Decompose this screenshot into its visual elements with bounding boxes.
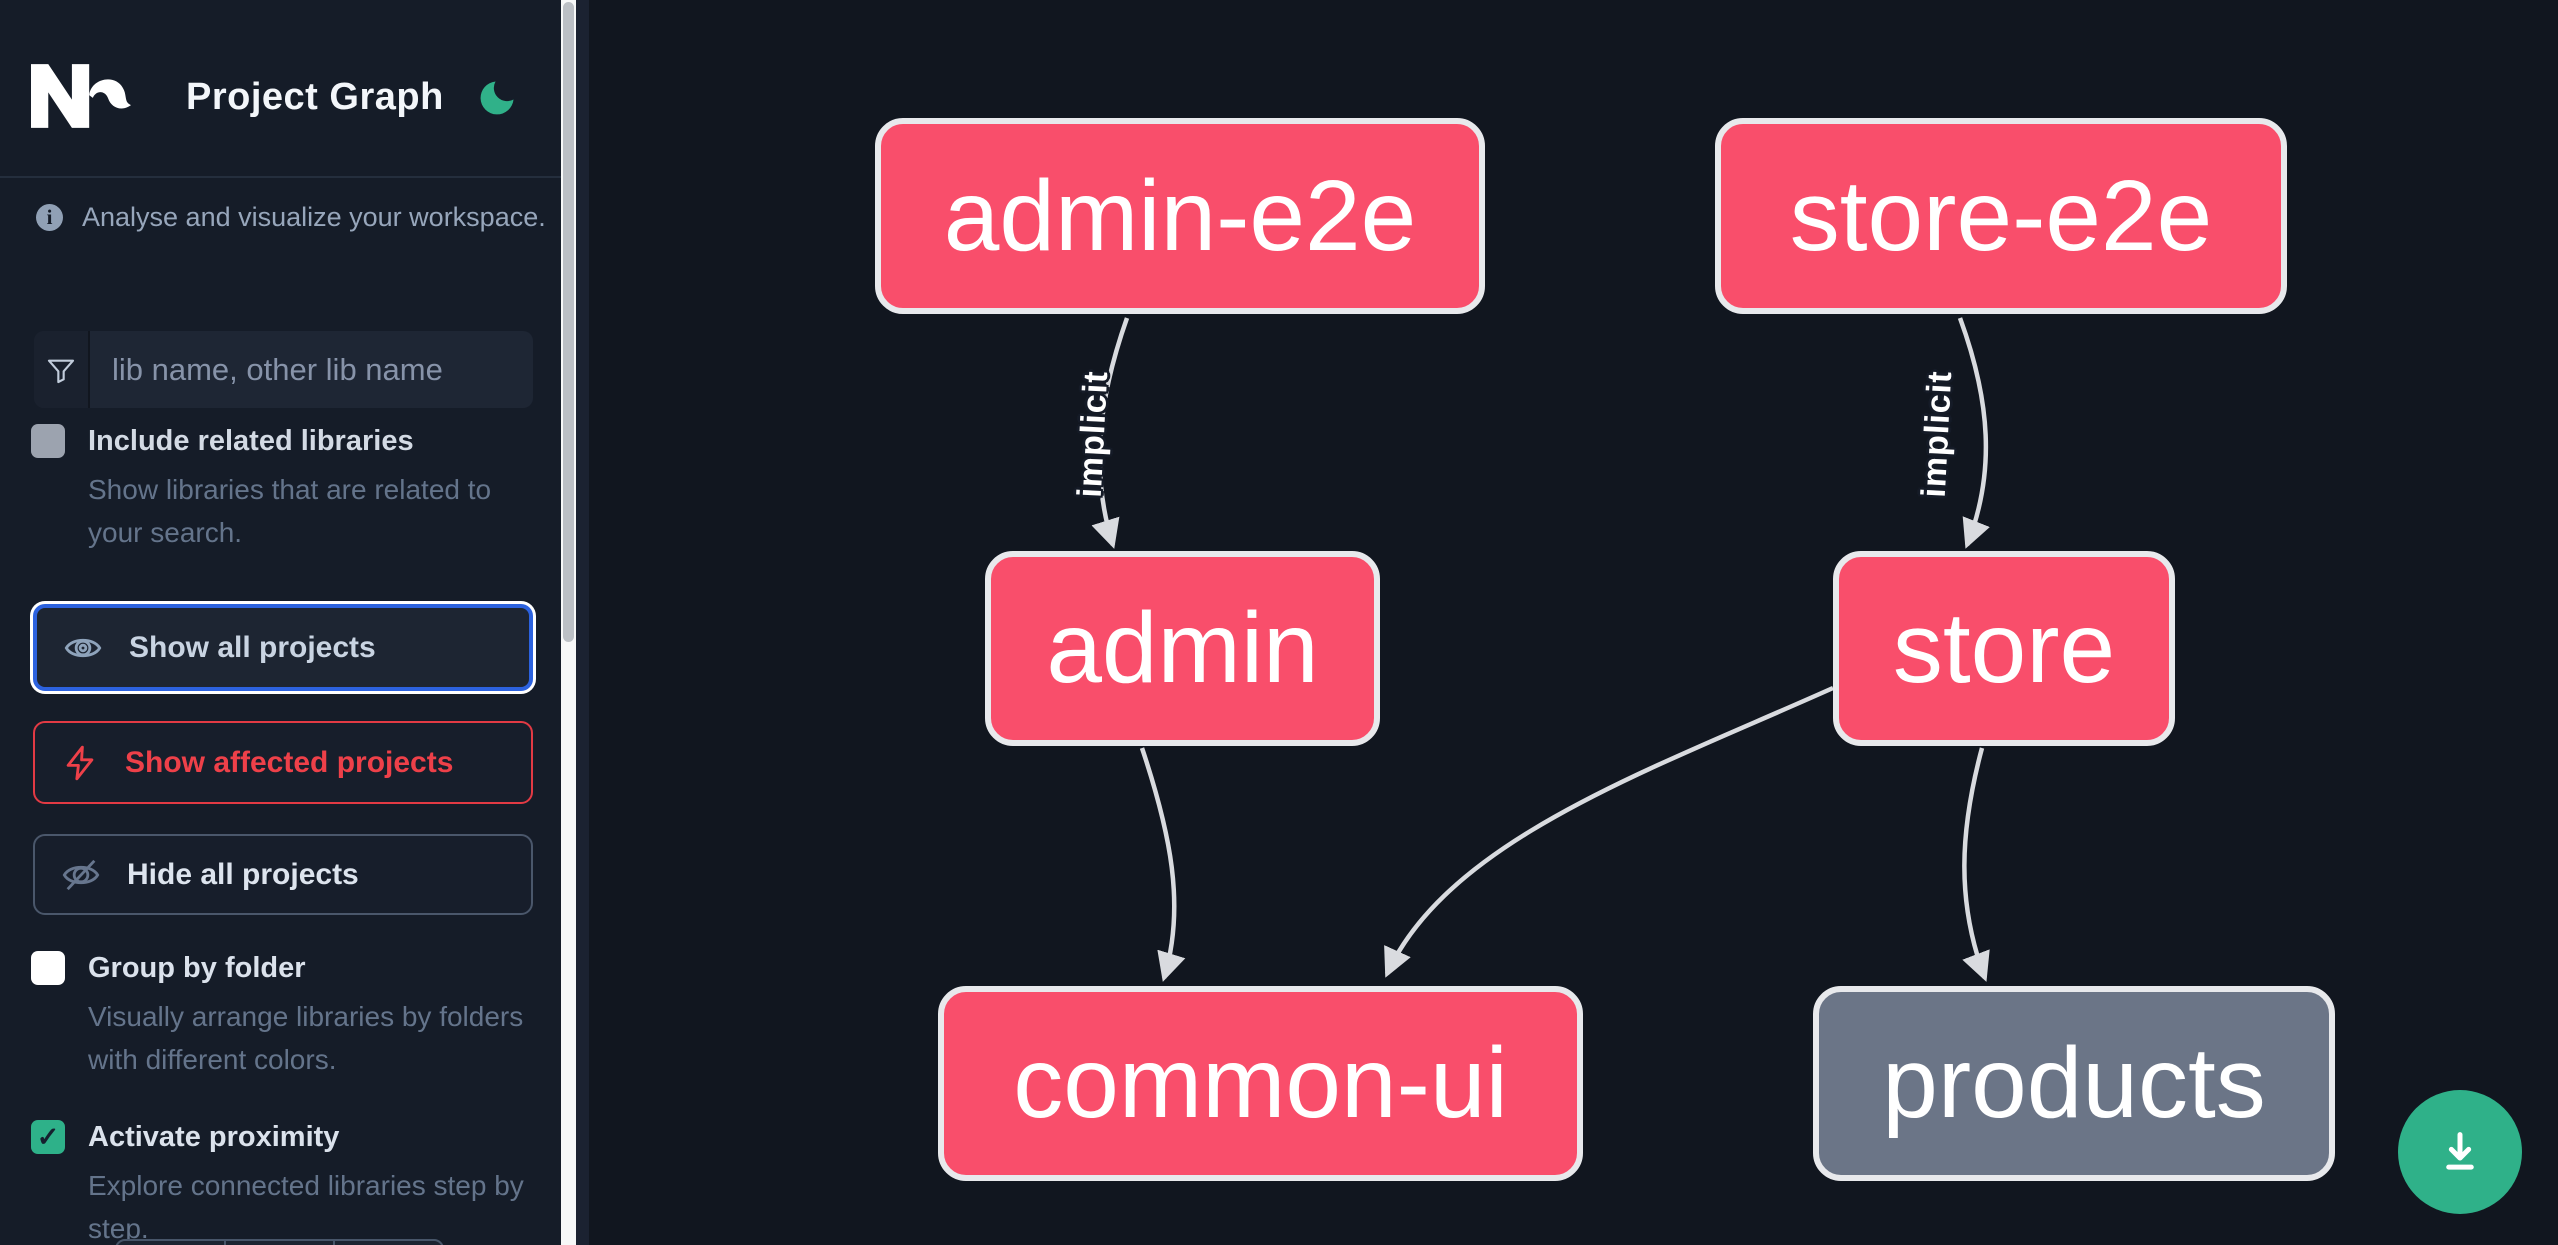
sidebar-scrollbar-track[interactable] — [561, 0, 576, 1245]
workspace-info: i Analyse and visualize your workspace. — [36, 202, 546, 233]
sidebar-header: Project Graph — [0, 0, 561, 178]
toggle-group-by-folder: Group by folder Visually arrange librari… — [31, 951, 531, 1101]
button-label: Show all projects — [129, 630, 376, 664]
moon-icon — [480, 81, 514, 115]
hide-all-projects-button[interactable]: Hide all projects — [33, 834, 533, 915]
graph-node-admin-e2e[interactable]: admin-e2e — [875, 118, 1485, 314]
edge-label-implicit: implicit — [1914, 369, 1959, 499]
info-icon: i — [36, 204, 63, 231]
search-input[interactable] — [90, 331, 533, 408]
activate-proximity-checkbox[interactable]: ✓ — [31, 1120, 65, 1154]
eye-off-icon — [62, 859, 100, 890]
toggle-description: Visually arrange libraries by folders wi… — [88, 1001, 524, 1075]
download-icon — [2446, 1132, 2474, 1170]
theme-toggle-button[interactable] — [474, 76, 520, 122]
button-label: Hide all projects — [127, 857, 359, 891]
graph-node-admin[interactable]: admin — [985, 551, 1380, 746]
stepper-segment[interactable] — [226, 1241, 335, 1245]
group-by-folder-checkbox[interactable] — [31, 951, 65, 985]
eye-icon — [64, 638, 102, 657]
download-graph-button[interactable] — [2398, 1090, 2522, 1214]
bolt-icon — [66, 745, 94, 780]
graph-node-products[interactable]: products — [1813, 986, 2335, 1181]
toggle-label: Group by folder — [88, 952, 306, 984]
stepper-segment[interactable] — [335, 1241, 442, 1245]
toggle-label: Activate proximity — [88, 1121, 340, 1153]
show-affected-projects-button[interactable]: Show affected projects — [33, 721, 533, 804]
sidebar: Project Graph i Analyse and visualize yo… — [0, 0, 561, 1245]
graph-node-store-e2e[interactable]: store-e2e — [1715, 118, 2287, 314]
button-label: Show affected projects — [125, 745, 454, 779]
toggle-description: Show libraries that are related to your … — [88, 474, 492, 548]
toggle-activate-proximity: ✓ Activate proximity Explore connected l… — [31, 1120, 531, 1245]
toggle-label: Include related libraries — [88, 425, 414, 457]
nx-logo — [31, 64, 131, 128]
toggle-include-related: Include related libraries Show libraries… — [31, 424, 531, 564]
filter-icon-segment — [34, 331, 90, 408]
sidebar-scrollbar-thumb[interactable] — [563, 2, 574, 642]
proximity-depth-stepper[interactable] — [115, 1239, 444, 1245]
toggle-description: Explore connected libraries step by step… — [88, 1170, 524, 1244]
edge-label-implicit: implicit — [1070, 369, 1115, 499]
graph-node-common-ui[interactable]: common-ui — [938, 986, 1583, 1181]
show-all-projects-button[interactable]: Show all projects — [33, 604, 533, 691]
graph-node-store[interactable]: store — [1833, 551, 2175, 746]
search-box — [34, 331, 533, 408]
page-title: Project Graph — [186, 76, 444, 118]
info-text: Analyse and visualize your workspace. — [82, 202, 546, 232]
stepper-segment[interactable] — [117, 1241, 226, 1245]
canvas-left-edge — [576, 0, 589, 1245]
filter-funnel-icon — [47, 359, 75, 383]
include-related-checkbox[interactable] — [31, 424, 65, 458]
